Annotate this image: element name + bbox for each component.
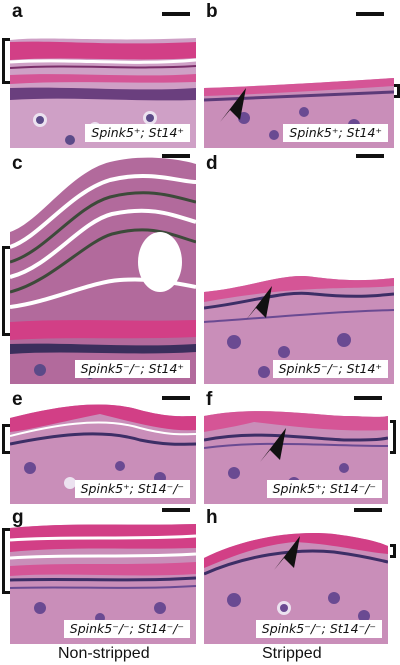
genotype-label: Spink5⁻/⁻; St14⁻/⁻ (255, 620, 382, 638)
scale-bar (356, 12, 384, 16)
thickness-bracket (2, 246, 10, 336)
histology-image-g (10, 508, 196, 644)
panel-g: g Spink5⁻/⁻; St14⁻/⁻ (10, 508, 196, 644)
thickness-bracket (390, 420, 396, 454)
column-label-non-stripped: Non-stripped (58, 645, 150, 662)
panel-letter: c (12, 153, 23, 174)
scale-bar (162, 154, 190, 158)
panel-letter: h (206, 508, 218, 528)
genotype-label: Spink5⁺; St14⁻/⁻ (266, 480, 382, 498)
scale-bar (162, 12, 190, 16)
panel-letter: e (12, 389, 23, 410)
column-label-stripped: Stripped (262, 645, 322, 662)
thickness-bracket (2, 528, 10, 594)
genotype-label: Spink5⁻/⁻; St14⁺ (74, 360, 190, 378)
panel-h: h Spink5⁻/⁻; St14⁻/⁻ (204, 508, 388, 644)
scale-bar (162, 396, 190, 400)
histology-image-c (10, 152, 196, 384)
thickness-bracket (390, 544, 396, 558)
scale-bar (162, 508, 190, 512)
arrowhead-icon (220, 88, 246, 122)
arrowhead-icon (274, 536, 300, 570)
panel-f: f Spink5⁺; St14⁻/⁻ (204, 388, 388, 504)
genotype-label: Spink5⁺; St14⁺ (85, 124, 190, 142)
panel-e: e Spink5⁺; St14⁻/⁻ (10, 388, 196, 504)
panel-c: c Spink5⁻/⁻; St14⁺ (10, 152, 196, 384)
genotype-label: Spink5⁺; St14⁻/⁻ (74, 480, 190, 498)
arrowhead-icon (260, 428, 286, 462)
histology-image-b (204, 0, 394, 148)
genotype-label: Spink5⁺; St14⁺ (283, 124, 388, 142)
panel-a: a Spink5⁺; St14⁺ (10, 0, 196, 148)
scale-bar (356, 154, 384, 158)
genotype-label: Spink5⁻/⁻; St14⁺ (272, 360, 388, 378)
histology-image-a (10, 0, 196, 148)
thickness-bracket (394, 84, 400, 98)
genotype-label: Spink5⁻/⁻; St14⁻/⁻ (63, 620, 190, 638)
panel-letter: g (12, 508, 24, 528)
panel-d: d Spink5⁻/⁻; St14⁺ (204, 152, 394, 384)
panel-b: b Spink5⁺; St14⁺ (204, 0, 394, 148)
arrowhead-icon (246, 286, 272, 320)
scale-bar (354, 396, 382, 400)
panel-letter: d (206, 153, 218, 174)
panel-letter: b (206, 1, 218, 22)
thickness-bracket (2, 424, 10, 454)
panel-letter: f (206, 389, 213, 410)
histology-image-d (204, 152, 394, 384)
scale-bar (354, 508, 382, 512)
thickness-bracket (2, 38, 10, 84)
panel-letter: a (12, 1, 23, 22)
